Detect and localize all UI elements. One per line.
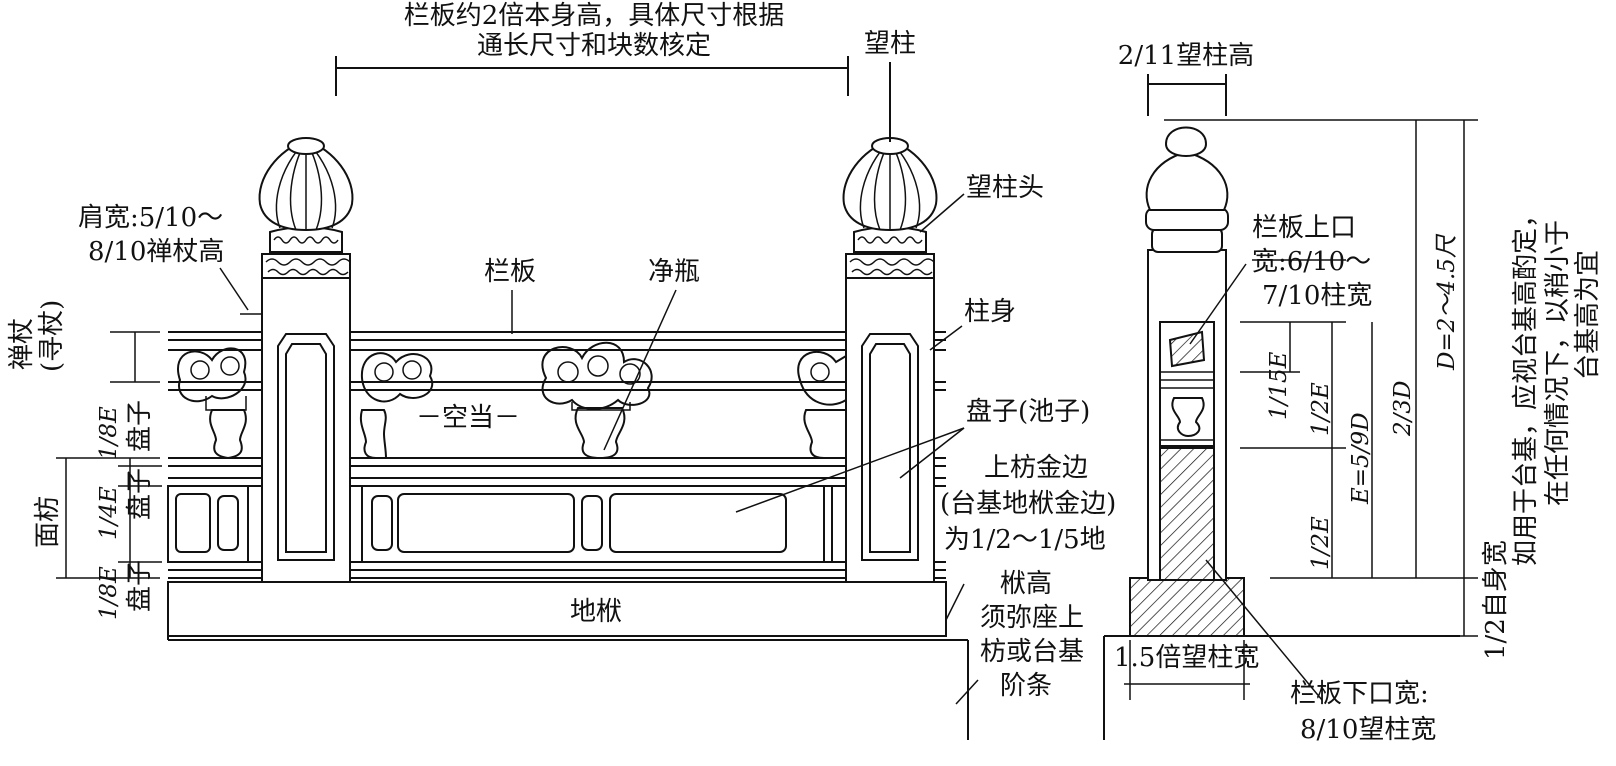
chanzhang-label-1: 禅杖 <box>7 318 37 370</box>
side-right-dims <box>1164 119 1478 637</box>
frac-18e-top: 1/8E <box>96 406 122 460</box>
top-note-line1: 栏板约2倍本身高，具体尺寸根据 <box>404 1 785 31</box>
panzi-label: 盘子(池子) <box>966 397 1090 427</box>
shoulder-leader <box>219 267 249 311</box>
note-line-2: 在任何情况下，以稍小于 <box>1543 220 1573 506</box>
mianfang-label: 面枋 <box>33 496 63 548</box>
base-dim-label: 1/2自身宽 <box>1481 540 1511 660</box>
difu-label: 地栿 <box>570 597 622 627</box>
lanban-bottom-label-1: 栏板下口宽: <box>1290 679 1429 709</box>
dim-d: D=2～4.5尺 <box>1434 233 1460 371</box>
base-width-label: 1.5倍望柱宽 <box>1114 643 1259 673</box>
wangzhutou-label: 望柱头 <box>966 173 1044 203</box>
vase-mid-left <box>359 352 434 459</box>
left-panel <box>167 485 249 563</box>
jingping-leader <box>603 289 677 451</box>
side-post <box>1147 249 1227 581</box>
shangfang-label-3: 为1/2～1/5地 <box>944 525 1106 555</box>
shoulder-label-2: 8/10禅杖高 <box>88 237 224 267</box>
fugao-label-2: 须弥座上 <box>980 603 1084 633</box>
dim-12e-bottom: 1/2E <box>1308 516 1334 570</box>
side-base <box>1129 577 1245 637</box>
side-post-head <box>1145 126 1229 253</box>
fugao-label-1: 栿高 <box>1000 569 1052 599</box>
zhushen-leader <box>929 325 963 351</box>
difu-sill <box>167 581 947 637</box>
vase-left <box>177 347 247 460</box>
panzi-vertical-1: 盘子 <box>125 400 155 452</box>
panzi-vertical-2: 盘子 <box>125 468 155 520</box>
note-line-3: 台基高为宜 <box>1573 250 1603 380</box>
dim-12e-top: 1/2E <box>1308 382 1334 436</box>
frac-18e-bottom: 1/8E <box>96 566 122 620</box>
side-bottom-dims <box>1124 559 1323 701</box>
left-dims <box>56 331 162 579</box>
dim-115e: 1/15E <box>1266 351 1292 420</box>
lanban-top-label-3: 7/10柱宽 <box>1262 281 1372 311</box>
jingping-label: 净瓶 <box>648 257 700 287</box>
lanban-top-label-2: 宽:6/10～ <box>1252 247 1371 277</box>
panzi-vertical-3: 盘子 <box>125 560 155 612</box>
post-right <box>842 137 938 583</box>
lanban-label: 栏板 <box>484 257 536 287</box>
shangfang-label-1: 上枋金边 <box>984 453 1088 483</box>
chanzhang-label-2: (寻杖) <box>37 300 67 372</box>
panzi-leader-1 <box>735 427 965 513</box>
lanban-top-leader <box>1189 263 1247 345</box>
vase-right <box>797 350 847 459</box>
lanban-top-label-1: 栏板上口 <box>1252 213 1356 243</box>
fugao-leader-1 <box>945 583 965 621</box>
lanban-bottom-label-2: 8/10望柱宽 <box>1300 715 1436 745</box>
fugao-label-4: 阶条 <box>1000 671 1052 701</box>
top-note-line2: 通长尺寸和块数核定 <box>477 31 711 61</box>
center-panel <box>361 485 825 563</box>
side-top-dim <box>1147 74 1227 116</box>
dim-e59d: E=5/9D <box>1348 412 1374 505</box>
post-width-label: 2/11望柱高 <box>1118 41 1254 71</box>
dim-23d: 2/3D <box>1390 381 1416 437</box>
shoulder-label-1: 肩宽:5/10～ <box>78 203 223 233</box>
wangzhu-label: 望柱 <box>864 29 916 59</box>
post-left <box>258 137 354 583</box>
top-dimension <box>335 56 891 142</box>
fugao-leader-2 <box>955 679 979 705</box>
panzi-leader-2 <box>899 427 965 479</box>
frac-14e: 1/4E <box>96 486 122 540</box>
fugao-label-3: 枋或台基 <box>980 637 1084 667</box>
shangfang-label-2: (台基地栿金边) <box>940 489 1116 519</box>
vase-center <box>541 341 653 460</box>
note-line-1: 如用于台基，应视台基高酌定， <box>1511 202 1541 566</box>
kongdang-label: －空当－ <box>416 403 520 433</box>
zhushen-label: 柱身 <box>964 297 1016 327</box>
wangzhutou-leader <box>919 193 965 233</box>
